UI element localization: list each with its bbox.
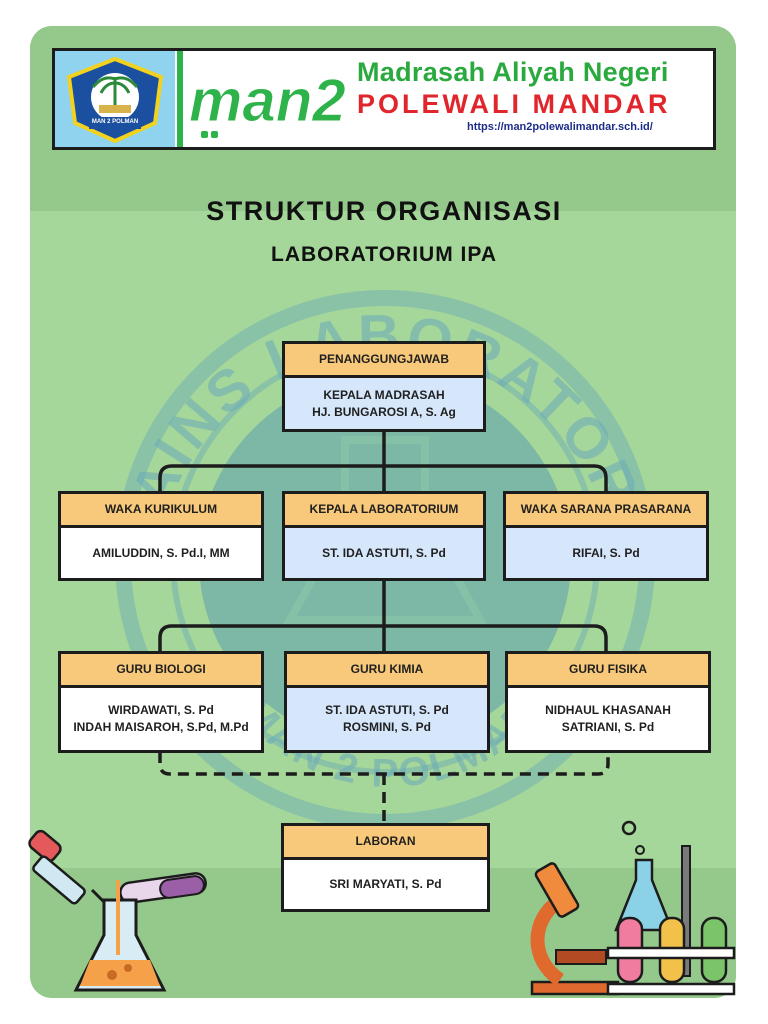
man2-logo-text: man2: [189, 67, 346, 134]
box-line: SRI MARYATI, S. Pd: [329, 877, 442, 891]
box-role: GURU FISIKA: [508, 654, 708, 688]
dropper-icon: [28, 829, 108, 906]
box-line: ROSMINI, S. Pd: [342, 720, 431, 734]
box-role: GURU BIOLOGI: [61, 654, 261, 688]
school-region: POLEWALI MANDAR: [357, 89, 671, 119]
box-guru-biologi: GURU BIOLOGI WIRDAWATI, S. Pd INDAH MAIS…: [58, 651, 264, 753]
connector-level1: [158, 464, 608, 493]
box-role: PENANGGUNGJAWAB: [285, 344, 483, 378]
man2-logo: man2: [189, 67, 346, 138]
header-divider: [177, 51, 183, 147]
page-title: STRUKTUR ORGANISASI: [206, 196, 562, 226]
box-body: WIRDAWATI, S. Pd INDAH MAISAROH, S.Pd, M…: [61, 688, 261, 750]
test-tube-icon: [119, 872, 207, 904]
box-guru-kimia: GURU KIMIA ST. IDA ASTUTI, S. Pd ROSMINI…: [284, 651, 490, 753]
box-body: AMILUDDIN, S. Pd.I, MM: [61, 528, 261, 578]
school-header: MAN 2 POLMAN man2 Madrasah Aliyah Negeri…: [52, 48, 716, 150]
box-line: ST. IDA ASTUTI, S. Pd: [322, 545, 446, 560]
box-waka-sarana: WAKA SARANA PRASARANA RIFAI, S. Pd: [503, 491, 709, 581]
box-line: NIDHAUL KHASANAH: [545, 703, 671, 717]
box-body: NIDHAUL KHASANAH SATRIANI, S. Pd: [508, 688, 708, 750]
box-guru-fisika: GURU FISIKA NIDHAUL KHASANAH SATRIANI, S…: [505, 651, 711, 753]
box-penanggungjawab: PENANGGUNGJAWAB KEPALA MADRASAH HJ. BUNG…: [282, 341, 486, 432]
box-waka-kurikulum: WAKA KURIKULUM AMILUDDIN, S. Pd.I, MM: [58, 491, 264, 581]
box-role: WAKA SARANA PRASARANA: [506, 494, 706, 528]
badge-text: MAN 2 POLMAN: [91, 119, 139, 125]
box-line: INDAH MAISAROH, S.Pd, M.Pd: [73, 720, 249, 734]
box-line: SATRIANI, S. Pd: [561, 720, 655, 734]
test-tube-rack-icon: [606, 916, 736, 996]
box-body: RIFAI, S. Pd: [506, 528, 706, 578]
box-role: LABORAN: [284, 826, 487, 860]
connector-level2: [158, 624, 608, 653]
page-subtitle: LABORATORIUM IPA: [271, 243, 497, 266]
box-body: ST. IDA ASTUTI, S. Pd: [285, 528, 483, 578]
school-url-link[interactable]: https://man2polewalimandar.sch.id/: [467, 121, 653, 133]
school-name: Madrasah Aliyah Negeri: [357, 57, 669, 87]
logo-area: MAN 2 POLMAN: [55, 51, 175, 147]
box-body: SRI MARYATI, S. Pd: [284, 860, 487, 909]
box-role: WAKA KURIKULUM: [61, 494, 261, 528]
microscope-icon: [530, 862, 620, 996]
box-body: ST. IDA ASTUTI, S. Pd ROSMINI, S. Pd: [287, 688, 487, 750]
box-line: ST. IDA ASTUTI, S. Pd: [325, 703, 449, 717]
box-line: KEPALA MADRASAH: [323, 387, 445, 402]
box-line: AMILUDDIN, S. Pd.I, MM: [92, 545, 230, 560]
school-badge-icon: [66, 57, 164, 143]
box-body: KEPALA MADRASAH HJ. BUNGAROSI A, S. Ag: [285, 378, 483, 429]
box-role: GURU KIMIA: [287, 654, 487, 688]
box-laboran: LABORAN SRI MARYATI, S. Pd: [281, 823, 490, 912]
box-line: RIFAI, S. Pd: [572, 545, 640, 560]
box-kepala-laboratorium: KEPALA LABORATORIUM ST. IDA ASTUTI, S. P…: [282, 491, 486, 581]
box-role: KEPALA LABORATORIUM: [285, 494, 483, 528]
box-line: WIRDAWATI, S. Pd: [108, 703, 214, 717]
bubbling-flask-icon: [614, 820, 691, 977]
box-line: HJ. BUNGAROSI A, S. Ag: [312, 404, 456, 419]
flask-icon: [73, 880, 167, 992]
